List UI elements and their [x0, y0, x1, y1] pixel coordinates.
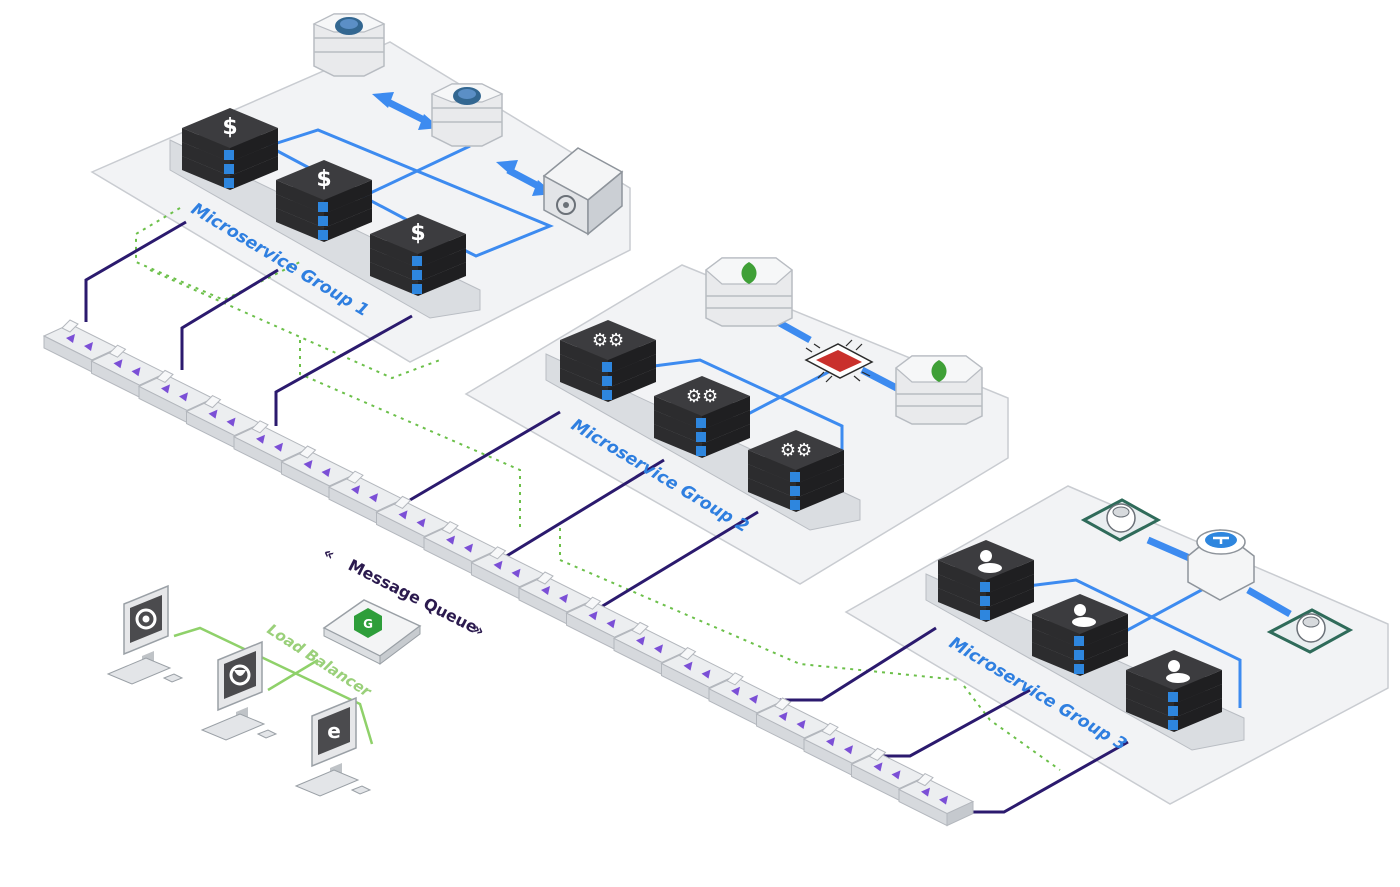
queue-arrow-icon — [84, 342, 93, 351]
api-node-right — [1266, 608, 1354, 654]
client-ie: e — [295, 697, 371, 797]
user-icon — [1072, 604, 1096, 627]
user-server-2 — [1032, 594, 1128, 676]
queue-arrow-icon — [351, 485, 360, 495]
payment-server-1: $ — [182, 108, 278, 190]
svg-text:G: G — [363, 617, 373, 631]
green-dotted-links — [135, 207, 1061, 771]
queue-arrow-icon — [731, 686, 740, 696]
queue-arrow-icon — [826, 737, 835, 747]
postgresql-icon — [453, 87, 481, 105]
user-icon — [978, 550, 1002, 573]
queue-arrow-icon — [873, 762, 883, 772]
mongodb-primary — [705, 257, 793, 327]
nginx-icon — [354, 608, 382, 638]
load-balancer-links — [173, 626, 374, 745]
queue-arrow-icon — [321, 468, 331, 477]
queue-arrow-icon — [701, 669, 711, 679]
queue-arrow-icon — [921, 787, 930, 797]
dollar-sign-icon: $ — [316, 167, 331, 192]
queue-segment — [612, 621, 690, 676]
queue-arrow-icon — [446, 535, 455, 545]
worker-server-2: ⚙⚙ — [654, 376, 750, 458]
queue-arrow-icon — [749, 694, 758, 704]
mongodb-leaf-icon — [931, 360, 947, 382]
api-node-left — [1080, 498, 1162, 542]
queue-arrow-icon — [256, 434, 265, 444]
queue-arrow-icon — [303, 460, 313, 469]
dollar-sign-icon: $ — [222, 115, 237, 140]
queue-arrow-icon — [369, 493, 378, 503]
queue-arrow-icon — [939, 795, 948, 805]
queue-arrow-icon — [541, 586, 550, 595]
queue-arrow-icon — [683, 661, 693, 671]
queue-arrow-icon — [179, 392, 188, 402]
worker-server-1: ⚙⚙ — [560, 320, 656, 402]
gears-icon: ⚙⚙ — [780, 440, 812, 461]
firefox-icon — [229, 664, 251, 686]
vault-safe-icon — [556, 195, 576, 215]
user-icon — [1166, 660, 1190, 683]
redis-cache — [804, 339, 874, 383]
queue-arrow-icon — [778, 712, 788, 721]
user-server-1 — [938, 540, 1034, 622]
queue-arrow-icon — [511, 568, 521, 578]
queue-arrow-icon — [416, 518, 426, 528]
worker-server-3: ⚙⚙ — [748, 430, 844, 512]
queue-arrow-icon — [161, 384, 170, 394]
queue-arrow-icon — [636, 636, 645, 646]
group2-servers: ⚙⚙ ⚙⚙ ⚙⚙ — [560, 320, 844, 512]
queue-arrow-icon — [464, 543, 473, 553]
queue-arrow-icon — [796, 720, 806, 729]
chrome-icon — [135, 608, 157, 630]
client-firefox — [201, 641, 277, 741]
group3-servers — [938, 540, 1222, 732]
queue-arrow-icon — [131, 367, 141, 377]
internet-explorer-icon: e — [327, 719, 341, 743]
postgresql-icon — [335, 17, 363, 35]
queue-arrow-icon — [559, 594, 568, 603]
api-gateway — [1187, 529, 1255, 601]
user-server-3 — [1126, 650, 1222, 732]
replication-arrows — [372, 92, 554, 196]
double-chevron-left-icon: « — [320, 543, 338, 565]
queue-arrow-icon — [891, 770, 901, 780]
dollar-sign-icon: $ — [410, 221, 425, 246]
client-chrome — [107, 585, 183, 685]
mongodb-leaf-icon — [741, 262, 757, 284]
queue-arrow-icon — [208, 409, 218, 419]
queue-arrow-icon — [844, 745, 853, 755]
vault-safe — [542, 147, 624, 236]
queue-arrow-icon — [606, 619, 616, 629]
payment-server-3: $ — [370, 214, 466, 296]
queue-arrow-icon — [66, 334, 75, 343]
queue-arrow-icon — [398, 510, 408, 520]
queue-arrow-icon — [493, 560, 503, 570]
queue-arrow-icon — [588, 611, 598, 621]
gears-icon: ⚙⚙ — [592, 330, 624, 351]
queue-arrow-icon — [113, 359, 123, 369]
group1-servers: $ $ $ — [182, 108, 466, 296]
payment-server-2: $ — [276, 160, 372, 242]
postgres-db-replica — [431, 83, 503, 147]
queue-arrow-icon — [654, 644, 663, 654]
queue-arrow-icon — [226, 417, 236, 427]
gears-icon: ⚙⚙ — [686, 386, 718, 407]
redis-chip-icon — [816, 350, 862, 372]
queue-arrow-icon — [274, 442, 283, 452]
queue-segment — [897, 772, 975, 827]
postgres-db-primary — [313, 13, 385, 77]
load-balancer: G — [322, 599, 422, 665]
mongodb-replica — [895, 355, 983, 425]
message-queue-rail — [42, 319, 975, 827]
